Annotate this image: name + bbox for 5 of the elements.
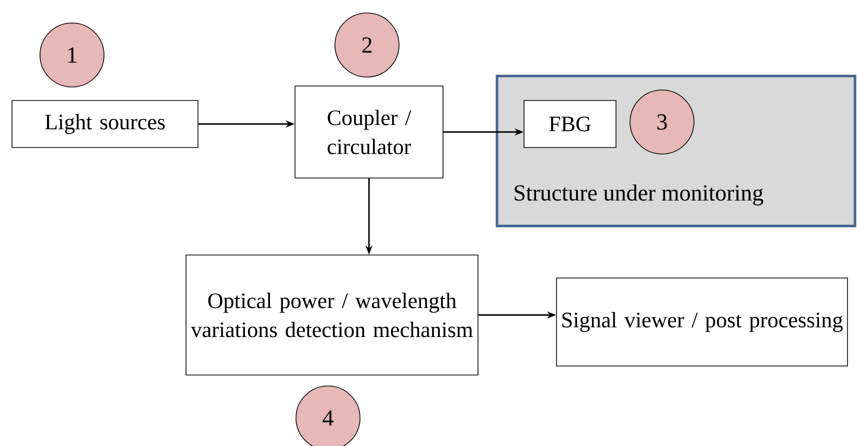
process-box: Coupler / circulator [294, 86, 444, 178]
process-box: Signal viewer / post processing [556, 278, 848, 366]
process-box: Optical power / wavelength variations detection mechanism [186, 254, 478, 376]
process-box: Light sources [12, 100, 198, 148]
process-box: FBG [524, 100, 616, 148]
